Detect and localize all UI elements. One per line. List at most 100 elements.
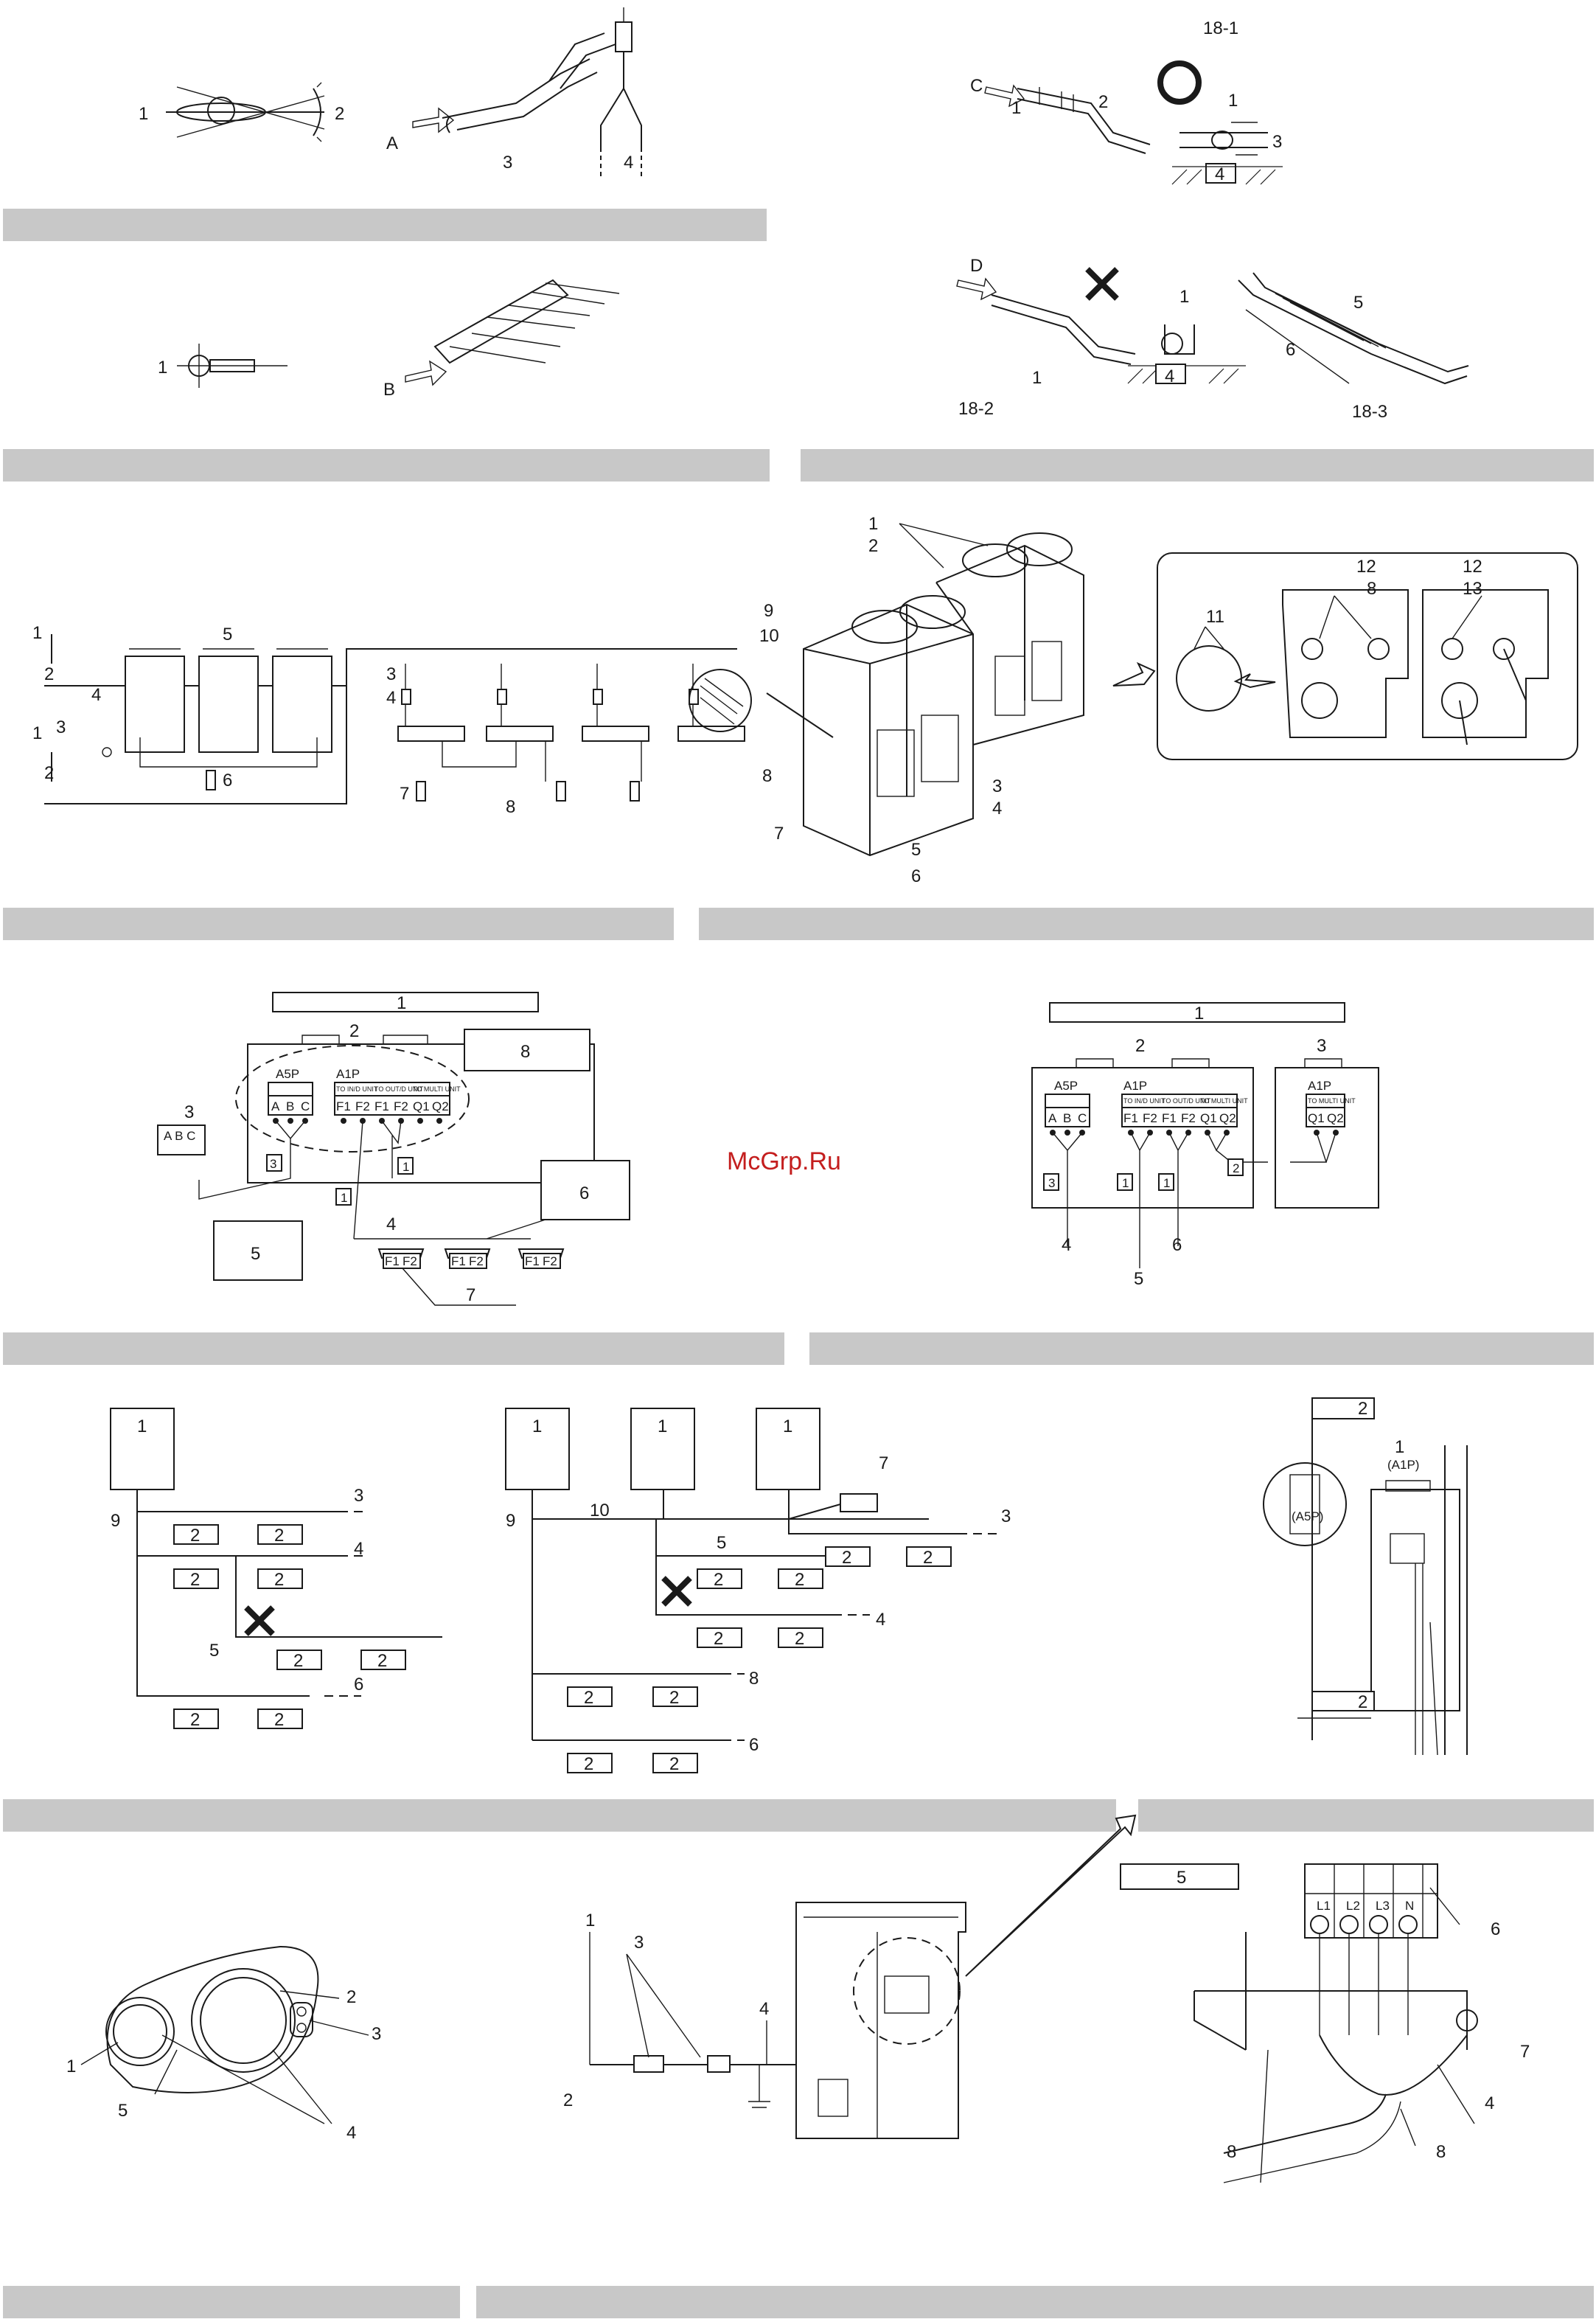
tree-label: 9 [506,1511,515,1531]
ng-cross-icon [244,1605,275,1636]
indoor-label: 2 [190,1570,200,1590]
watermark: McGrp.Ru [727,1147,841,1175]
indoor-label: 2 [714,1629,723,1649]
indoor-label: 2 [584,1754,593,1774]
section-bar [3,209,767,241]
wiring-label: 4 [91,685,101,705]
terminal-f: F1 [1123,1111,1138,1125]
fig1-label: 3 [503,153,512,173]
section-bar [3,1799,1116,1832]
terminal-label: 2 [1135,1036,1145,1056]
fig1-label: A [386,133,398,153]
fig1-label: 2 [335,104,344,124]
terminal-label: 7 [466,1285,475,1305]
knockout-label: 2 [346,1987,356,2007]
tree-label: 7 [879,1453,888,1473]
wiring-label: 2 [44,664,54,684]
terminal-label: 4 [1062,1235,1071,1255]
terminal-abc: A [271,1099,280,1113]
fig18-label: 1 [1032,368,1042,388]
terminal-f: Q2 [432,1099,449,1113]
terminal-head: TO MULTI UNIT [1200,1097,1248,1105]
tree-label: 1 [137,1417,147,1436]
knockout-label: 4 [346,2123,356,2143]
terminal-q: Q2 [1327,1111,1344,1125]
indoor-label: 2 [190,1526,200,1546]
section-bar [476,2286,1594,2318]
terminal-abc: B [1063,1111,1071,1125]
terminal-head: TO OUT/D UNIT [1162,1097,1211,1105]
tree-label: 5 [209,1641,219,1661]
terminal-f: F2 [394,1099,408,1113]
terminal-head: TO MULTI UNIT [1308,1097,1356,1105]
section-bar [3,2286,460,2318]
indoor-label: 2 [795,1570,804,1590]
indoor-unit-labels: 2 2 2 2 2 2 2 2 [190,1526,387,1730]
control-label: 2 [1358,1692,1367,1712]
tree-label: 6 [354,1675,363,1694]
knockout-label: 3 [372,2024,381,2044]
remote-abc: A B C [164,1129,195,1143]
terminal-abc: C [1078,1111,1087,1125]
outdoor-label: 7 [774,824,784,844]
control-label: 2 [1358,1399,1367,1419]
ng-cross-icon [661,1576,692,1607]
fig18-label: 4 [1215,164,1224,184]
outdoor-label: 5 [911,840,921,860]
tree-label: 10 [590,1501,610,1520]
fig2-label: B [383,380,395,400]
indoor-term: F1 [525,1254,540,1268]
outdoor-label: 9 [764,601,773,621]
terminal-f: Q2 [1219,1111,1236,1125]
fig18-label: D [970,256,983,276]
outdoor-label: 4 [992,799,1002,818]
terminal-head: TO OUT/D UNIT [374,1085,424,1093]
boxed-label: 3 [270,1157,276,1171]
outdoor-label: 3 [992,776,1002,796]
wiring-label: 5 [223,625,232,644]
outdoor-label: 13 [1463,579,1482,599]
terminal-label: 4 [386,1214,396,1234]
tree-label: 1 [532,1417,542,1436]
indoor-unit-labels: 2 2 2 2 2 2 2 2 2 2 [584,1548,933,1774]
indoor-units [567,1546,952,1773]
indoor-label: 2 [669,1754,679,1774]
fig18-label: 1 [1179,287,1189,307]
wiring-label: 3 [56,717,66,737]
ok-circle-icon [1157,60,1202,105]
outdoor-label: 12 [1463,557,1482,577]
control-a5p: (A5P) [1292,1509,1323,1523]
refrigerant-tree-single: 1 2 2 2 2 2 2 2 2 9 3 4 5 6 [110,1408,442,1730]
power-term-name: L2 [1346,1899,1360,1913]
power-label: 2 [563,2090,573,2110]
indoor-label: 2 [714,1570,723,1590]
control-a1p: (A1P) [1387,1458,1419,1472]
fig18-label: 5 [1353,293,1363,313]
tree-label: 4 [876,1610,885,1630]
terminal-f: F1 [1162,1111,1177,1125]
terminal-label: 3 [1317,1036,1326,1056]
fig1-label: 4 [624,153,633,173]
terminal-head: TO IN/D UNIT [336,1085,378,1093]
boxed-label: 1 [1163,1176,1170,1190]
tree-label: 3 [354,1486,363,1506]
outdoor-label: 11 [1206,607,1224,627]
section-bar [801,449,1594,482]
fig18-label: 1 [1011,98,1021,118]
indoor-term: F2 [543,1254,557,1268]
fig18-subtitle: 18-2 [958,399,994,419]
board-a1p: A1P [1308,1079,1331,1093]
tree-label: 4 [354,1539,363,1559]
tree-label: 1 [658,1417,667,1436]
wiring-label: 7 [400,784,409,804]
indoor-label: 2 [795,1629,804,1649]
outdoor-label: 1 [868,514,878,534]
fig18-label: 1 [1228,91,1238,111]
fig1-refnet-joint: 1 2 A 3 4 [139,7,642,177]
terminal-label: 5 [251,1244,260,1264]
outdoor-label: 8 [762,766,772,786]
indoor-label: 2 [190,1710,200,1730]
power-label: 3 [634,1933,644,1953]
knockout-hole-detail: 2 3 1 5 4 [66,1945,381,2143]
terminal-abc: C [301,1099,310,1113]
